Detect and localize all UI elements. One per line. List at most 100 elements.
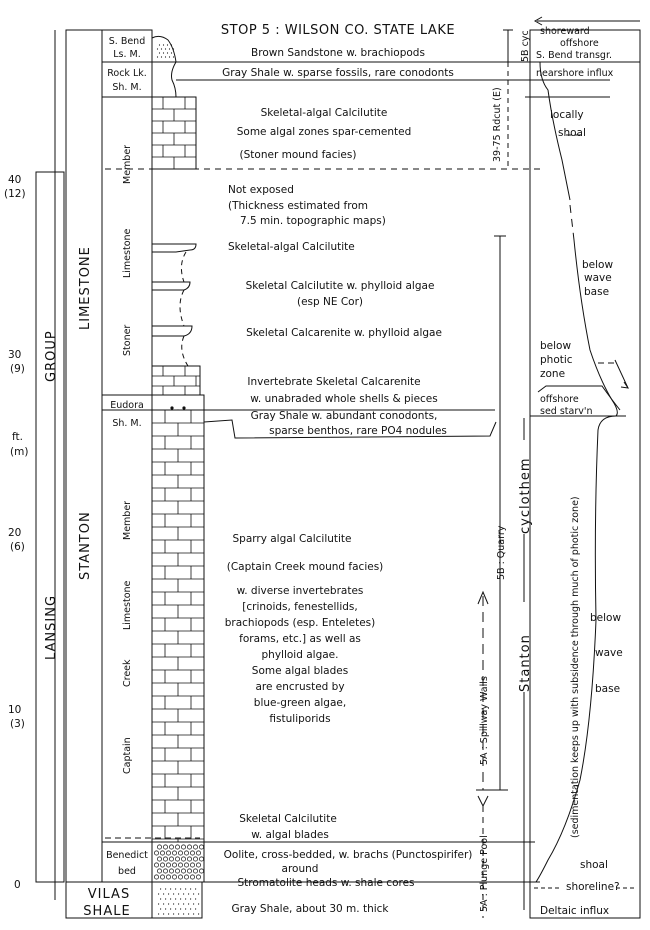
photic-arrow [615, 360, 628, 388]
desc-stoner-lower-2a: Skeletal Calcilutite w. phylloid algae [246, 280, 435, 292]
rocklake-shale-bed [152, 62, 176, 97]
pattern-dot [158, 903, 159, 904]
pattern-dot [158, 893, 159, 894]
vilas-shale-bed [152, 882, 202, 918]
pattern-dot [198, 893, 199, 894]
captain-limestone-label: Limestone [122, 580, 133, 630]
pattern-dot [163, 44, 164, 45]
desc-captain-7: phylloid algae. [262, 649, 339, 661]
depth-curve-upper [540, 62, 640, 200]
pattern-dot [159, 44, 160, 45]
desc-stoner-top-2: Some algal zones spar-cemented [237, 126, 412, 138]
cyclothem-word: cyclothem [518, 457, 533, 534]
desc-captain-9: are encrusted by [255, 681, 344, 693]
stop-5a-plunge-label: 5A : Plunge Pool [479, 835, 490, 912]
desc-stoner-lower-2b: (esp NE Cor) [297, 296, 363, 308]
pattern-dot [198, 913, 199, 914]
desc-stoner-base-2: w. unabraded whole shells & pieces [250, 393, 437, 405]
desc-captain-5: brachiopods (esp. Enteletes) [225, 617, 376, 629]
creek-label: Creek [122, 659, 133, 687]
desc-vilas: Gray Shale, about 30 m. thick [231, 903, 389, 915]
stoner-ledge-1 [152, 244, 196, 252]
scale-tick-20-m: (6) [10, 541, 25, 553]
rocklake-label-1: Rock Lk. [107, 68, 147, 79]
pattern-dot [165, 908, 166, 909]
desc-not-exposed-1: Not exposed [228, 184, 294, 196]
desc-benedict-2: around [282, 863, 319, 875]
desc-not-exposed-3: 7.5 min. topographic maps) [240, 215, 386, 227]
eudora-shale-bed [152, 395, 204, 410]
scale-tick-10-ft: 10 [8, 704, 21, 716]
phosphate-nodule [182, 406, 185, 409]
pattern-dot [168, 913, 169, 914]
pattern-dot [171, 44, 172, 45]
pattern-dot [167, 44, 168, 45]
pattern-dot [173, 48, 174, 49]
interp-below-2: below [590, 612, 621, 624]
pattern-dot [195, 898, 196, 899]
benedict-oolite-bed [152, 842, 204, 882]
pattern-dot [171, 52, 172, 53]
sbend-label-2: Ls. M. [113, 49, 141, 60]
stoner-dashed-profile [180, 252, 188, 366]
pattern-dot [175, 898, 176, 899]
pattern-dot [158, 913, 159, 914]
interp-deltaic: Deltaic influx [540, 905, 609, 917]
desc-captain-base-2: w. algal blades [251, 829, 329, 841]
desc-captain-6: forams, etc.] as well as [239, 633, 361, 645]
pattern-dot [185, 908, 186, 909]
interp-shoreline: shoreline? [566, 881, 620, 893]
desc-eudora-2: sparse benthos, rare PO4 nodules [269, 425, 447, 437]
unit-columns: LANSING GROUP STANTON LIMESTONE S. Bend … [36, 30, 156, 919]
scale-unit-ft: ft. [12, 431, 23, 443]
pattern-dot [198, 903, 199, 904]
pattern-dot [159, 52, 160, 53]
pattern-dot [161, 56, 162, 57]
pattern-dot [157, 48, 158, 49]
pattern-dot [169, 48, 170, 49]
eudora-label-2: Sh. M. [112, 418, 141, 429]
sbend-label-1: S. Bend [109, 36, 145, 47]
scale-tick-0-ft: 0 [14, 879, 21, 891]
pattern-dot [185, 888, 186, 889]
pattern-dot [165, 888, 166, 889]
pattern-dot [190, 888, 191, 889]
desc-captain-11: fistuliporids [269, 713, 330, 725]
depth-curve-dashed [570, 205, 574, 240]
stop-5a-spillway-label: 5A : Spillway Walls [479, 676, 490, 765]
desc-captain-3: w. diverse invertebrates [237, 585, 364, 597]
stoner-limestone-label: Limestone [122, 228, 133, 278]
pattern-dot [170, 888, 171, 889]
pattern-dot [165, 898, 166, 899]
pattern-dot [180, 898, 181, 899]
pattern-dot [185, 898, 186, 899]
pattern-dot [188, 893, 189, 894]
interp-offshore-starv-1: offshore [540, 394, 579, 405]
elevation-scale: 0 10 (3) 20 (6) 30 (9) 40 (12) ft. (m) [4, 30, 55, 900]
desc-stoner-top-1: Skeletal-algal Calcilutite [261, 107, 388, 119]
interp-below-photic-2: photic [540, 354, 573, 366]
desc-not-exposed-2: (Thickness estimated from [228, 200, 368, 212]
stop-5b-quarry-label: 5B : Quarry [496, 525, 507, 580]
stoner-ledge-3 [152, 326, 192, 336]
scale-unit-m: (m) [10, 446, 28, 458]
desc-captain-1: Sparry algal Calcilutite [232, 533, 351, 545]
stoner-label: Stoner [122, 325, 133, 356]
desc-stoner-top-3: (Stoner mound facies) [240, 149, 357, 161]
captain-label: Captain [122, 737, 133, 774]
plunge-pool-arrow-head [478, 796, 488, 806]
desc-eudora-1: Gray Shale w. abundant conodonts, [251, 410, 438, 422]
desc-captain-10: blue-green algae, [254, 697, 346, 709]
sandstone-bed [152, 36, 176, 62]
pattern-dot [168, 903, 169, 904]
stoner-member-label: Member [122, 145, 133, 184]
pattern-dot [170, 908, 171, 909]
stanton-limestone-box [66, 30, 102, 882]
pattern-dot [170, 898, 171, 899]
lansing-label: LANSING [44, 595, 59, 660]
desc-captain-8: Some algal blades [252, 665, 348, 677]
interp-base-1: base [584, 286, 609, 298]
pattern-dot [160, 898, 161, 899]
